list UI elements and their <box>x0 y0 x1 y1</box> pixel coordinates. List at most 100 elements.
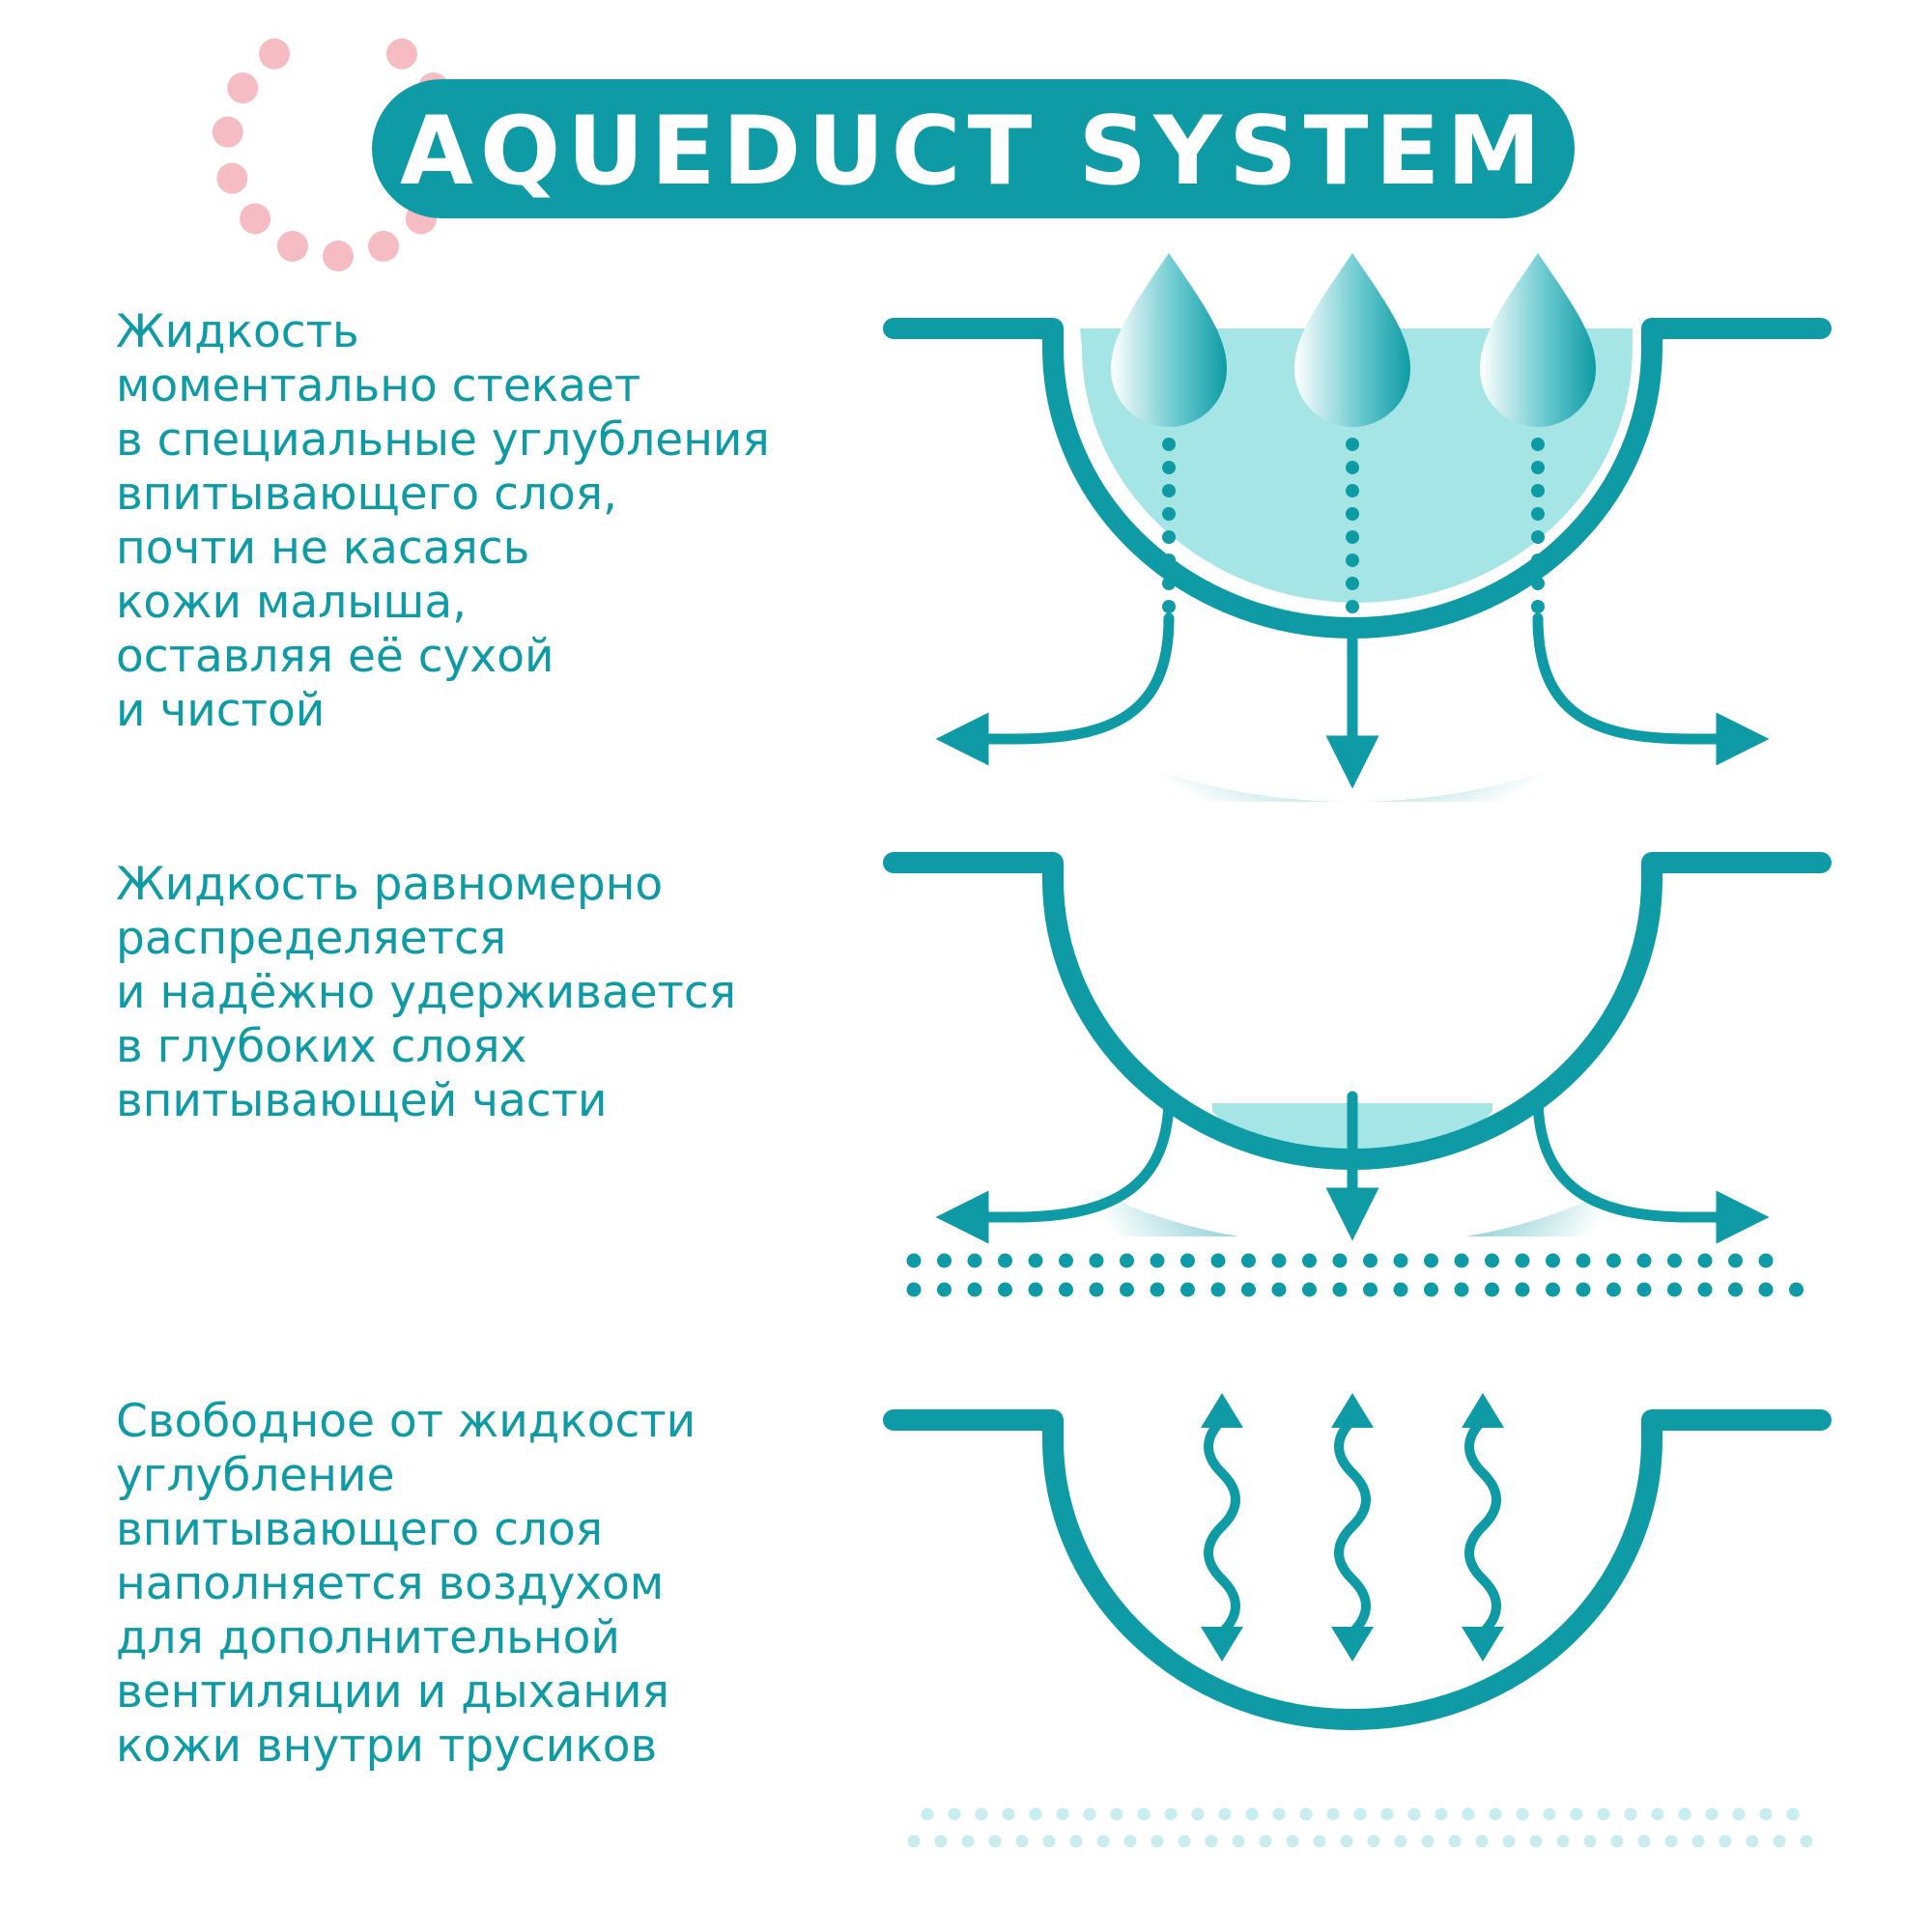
wavy-air-line <box>1204 1415 1240 1637</box>
layer-dot <box>1120 1253 1134 1268</box>
layer-dot <box>998 1253 1012 1268</box>
description-line: впитывающей части <box>116 1074 608 1127</box>
layer-dot <box>1728 1253 1743 1268</box>
pink-dot <box>368 230 400 262</box>
faded-layer-dots <box>907 1807 1813 1848</box>
faded-dot <box>1421 1834 1435 1848</box>
faded-dot <box>1096 1834 1110 1848</box>
wavy-air-line <box>1464 1415 1501 1637</box>
layer-dot <box>1089 1282 1104 1297</box>
arrow-up-icon <box>1462 1393 1504 1428</box>
layer-dot <box>1089 1253 1104 1268</box>
layer-dot <box>1636 1253 1652 1268</box>
faded-dot <box>1259 1834 1272 1848</box>
drip-dot <box>1346 530 1359 544</box>
diagram-air-ventilation <box>883 1393 1832 1848</box>
faded-dot <box>1353 1807 1367 1821</box>
layer-dot <box>1789 1282 1804 1297</box>
pink-dot <box>385 38 417 70</box>
faded-dot <box>1583 1834 1597 1848</box>
description-line: почти не касаясь <box>116 522 530 575</box>
layer-dot <box>1758 1253 1774 1268</box>
layer-dot <box>1606 1253 1621 1268</box>
layer-dot <box>1028 1253 1043 1268</box>
drip-dot <box>1531 577 1545 590</box>
drip-dot <box>1531 438 1545 451</box>
diagram-liquid-distribution <box>883 852 1832 1297</box>
layer-dot <box>906 1282 922 1297</box>
layer-dot <box>1059 1282 1073 1297</box>
layer-dot <box>937 1253 952 1268</box>
layer-dot <box>1667 1282 1682 1297</box>
faded-dot <box>1570 1807 1583 1821</box>
drip-dot <box>1346 577 1359 590</box>
drip-dot <box>1346 484 1359 497</box>
layer-dot <box>1180 1253 1195 1268</box>
layer-dot <box>1363 1282 1378 1297</box>
drip-dot <box>1531 461 1545 474</box>
layer-dot <box>1454 1282 1469 1297</box>
faded-dot <box>1002 1807 1015 1821</box>
description-line: впитывающего слоя, <box>116 468 617 521</box>
faded-dot <box>1151 1834 1164 1848</box>
drip-dot <box>1162 484 1176 497</box>
drip-dotted-lines <box>1162 438 1545 613</box>
faded-dot <box>1137 1807 1151 1821</box>
faded-dot <box>961 1834 975 1848</box>
layer-dot <box>1697 1282 1713 1297</box>
drip-dot <box>1346 600 1359 613</box>
arrow-down-icon <box>1462 1627 1504 1662</box>
faded-dot <box>1651 1807 1664 1821</box>
drip-dot <box>1346 461 1359 474</box>
faded-dot <box>921 1807 934 1821</box>
title-banner: AQUEDUCT SYSTEM <box>372 79 1575 218</box>
layer-dot <box>1180 1282 1195 1297</box>
faded-dot <box>934 1834 948 1848</box>
faded-dot <box>1800 1834 1813 1848</box>
faded-dot <box>1205 1834 1218 1848</box>
drip-dot <box>1162 438 1176 451</box>
pink-dot <box>227 72 259 104</box>
faded-dot <box>1123 1834 1137 1848</box>
pink-dot <box>276 230 308 262</box>
layer-dot <box>1546 1282 1560 1297</box>
layer-dot <box>967 1253 982 1268</box>
description-line: Жидкость <box>116 305 359 358</box>
drip-dot <box>1162 507 1176 521</box>
faded-dot <box>1367 1834 1380 1848</box>
faded-dot <box>1773 1834 1786 1848</box>
flow-arrow-right <box>1532 612 1770 766</box>
layer-dot <box>1150 1253 1165 1268</box>
layer-dot <box>1059 1253 1073 1268</box>
faded-dot <box>1178 1834 1191 1848</box>
layer-dot <box>1332 1253 1348 1268</box>
air-flow-arrows <box>1201 1393 1504 1662</box>
description-line: в специальные углубления <box>116 413 770 467</box>
faded-dot <box>1164 1807 1178 1821</box>
faded-dot <box>1029 1807 1042 1821</box>
faded-dot <box>1746 1834 1759 1848</box>
faded-dot <box>1394 1834 1407 1848</box>
faded-dot <box>1272 1807 1286 1821</box>
faded-dot <box>1042 1834 1056 1848</box>
faded-dot <box>1610 1834 1624 1848</box>
faded-dot <box>1516 1807 1529 1821</box>
arrow-up-icon <box>1331 1393 1374 1428</box>
drip-dot <box>1162 554 1176 567</box>
pink-dot <box>259 38 291 70</box>
layer-dot <box>1576 1282 1591 1297</box>
layer-dot <box>1271 1282 1287 1297</box>
flow-arrow-left <box>935 612 1175 766</box>
faded-dot <box>1245 1807 1259 1821</box>
deep-layer-dots <box>906 1253 1804 1297</box>
description-line: Жидкость равномерно <box>116 858 664 911</box>
layer-dot <box>1393 1253 1408 1268</box>
description-line: распределяется <box>116 912 507 965</box>
arrow-down-icon <box>1331 1627 1374 1662</box>
faded-dot <box>1786 1807 1800 1821</box>
layer-dot <box>1454 1253 1469 1268</box>
faded-dot <box>1110 1807 1123 1821</box>
faded-dot <box>1489 1807 1502 1821</box>
description-line: вентиляции и дыхания <box>116 1665 669 1719</box>
